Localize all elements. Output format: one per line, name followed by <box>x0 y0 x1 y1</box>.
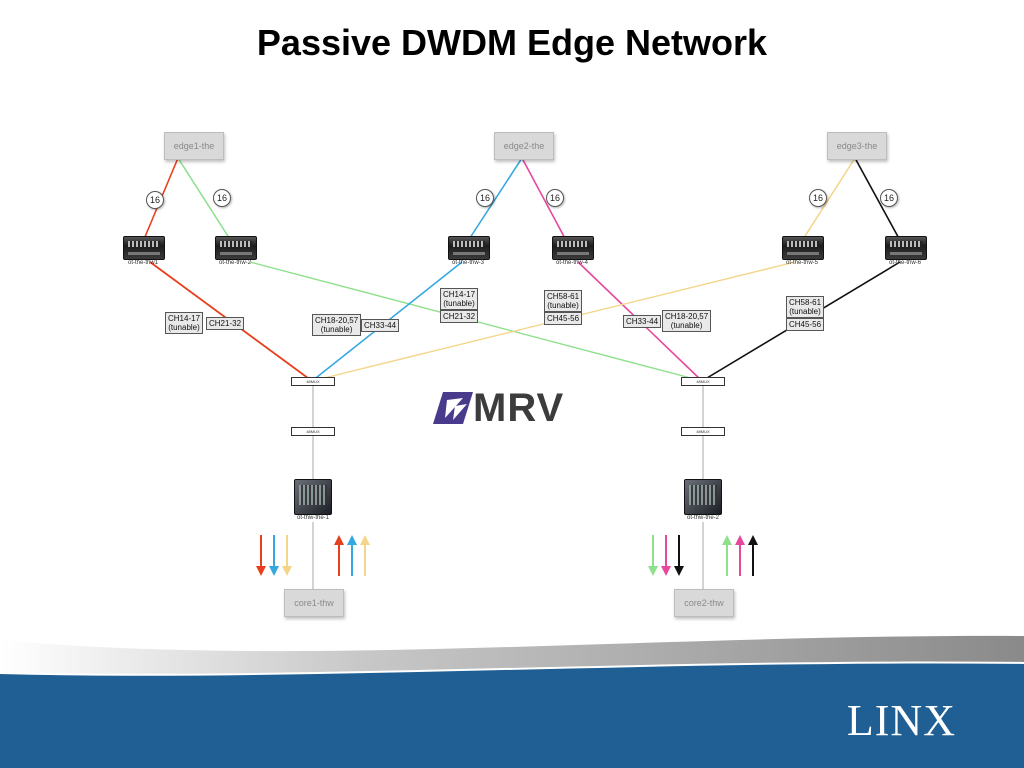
channel-label: CH21-32 <box>440 310 479 323</box>
arrows-core2-up <box>722 535 758 576</box>
device-label: ot-the-thw-3 <box>451 260 484 266</box>
transponder-device <box>552 236 594 260</box>
link-edge3-d5 <box>799 157 856 245</box>
mrv-mark-icon <box>433 392 473 424</box>
mux-box: 48MUX <box>291 377 335 386</box>
router-core2: core2-thw <box>674 589 734 617</box>
router-edge3: edge3-the <box>827 132 887 160</box>
channel-label: CH58-61 (tunable) <box>544 290 583 312</box>
channel-label: CH45-56 <box>544 312 583 325</box>
device-label: ot-thw-the-1 <box>296 515 329 521</box>
link-edge2-d3 <box>465 157 523 245</box>
count-badge: 16 <box>809 189 827 207</box>
transponder-device <box>215 236 257 260</box>
channel-label: CH58-61 (tunable) <box>786 296 825 318</box>
channel-label: CH33-44 <box>361 319 400 332</box>
core-chassis-device <box>684 479 722 515</box>
channel-label: CH14-17 (tunable) <box>165 312 204 334</box>
transponder-device <box>782 236 824 260</box>
link-edge3-d6 <box>854 157 903 245</box>
arrows-core2-down <box>648 535 684 576</box>
footer-band <box>0 635 1024 768</box>
count-badge: 16 <box>476 189 494 207</box>
arrows-core1-up <box>334 535 370 576</box>
page-title: Passive DWDM Edge Network <box>256 22 768 63</box>
channel-label: CH18-20,57 (tunable) <box>662 310 712 332</box>
router-core1: core1-thw <box>284 589 344 617</box>
mux-box: 48MUX <box>681 427 725 436</box>
core-chassis-device <box>294 479 332 515</box>
mrv-logo: MRV <box>433 386 583 430</box>
transponder-device <box>123 236 165 260</box>
channel-label: CH14-17 (tunable) <box>440 288 479 310</box>
count-badge: 16 <box>880 189 898 207</box>
device-label: ot-the-thw1 <box>127 260 158 266</box>
count-badge: 16 <box>213 189 231 207</box>
device-label: ot-the-thw-5 <box>785 260 818 266</box>
linx-logo: LINX <box>846 696 956 745</box>
transponder-device <box>448 236 490 260</box>
mux-box: 48MUX <box>681 377 725 386</box>
link-edge2-d4 <box>521 157 569 245</box>
device-label: ot-the-thw-6 <box>888 260 921 266</box>
network-diagram <box>141 157 903 590</box>
router-edge1: edge1-the <box>164 132 224 160</box>
mux-box: 48MUX <box>291 427 335 436</box>
channel-label: CH18-20,57 (tunable) <box>312 314 362 336</box>
channel-label: CH33-44 <box>623 315 662 328</box>
count-badge: 16 <box>146 191 164 209</box>
arrows-core1-down <box>256 535 292 576</box>
transponder-device <box>885 236 927 260</box>
mrv-logo-text: MRV <box>473 386 565 430</box>
device-label: ot-the-thw-2 <box>218 260 251 266</box>
link-edge1-d2 <box>177 157 234 245</box>
channel-label: CH21-32 <box>206 317 245 330</box>
device-label: ot-thw-the-2 <box>686 515 719 521</box>
device-label: ot-the-thw-4 <box>555 260 588 266</box>
channel-label: CH45-56 <box>786 318 825 331</box>
count-badge: 16 <box>546 189 564 207</box>
router-edge2: edge2-the <box>494 132 554 160</box>
